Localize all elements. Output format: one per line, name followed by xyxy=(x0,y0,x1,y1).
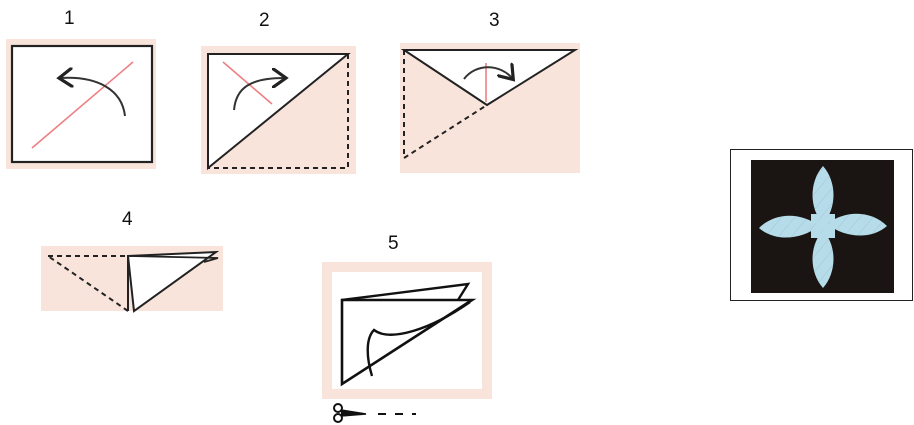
step-1-fold-line xyxy=(31,61,134,149)
step-4-label: 4 xyxy=(122,209,133,230)
step-4-dashed-outline xyxy=(47,255,129,313)
step-3-label: 3 xyxy=(489,10,500,31)
step-3-curved-arrow-icon xyxy=(463,67,512,79)
paper-flower-image xyxy=(759,166,887,288)
step-1-curved-arrow-icon xyxy=(61,78,126,117)
result-photo-frame xyxy=(730,149,913,301)
step-2-curved-arrow-icon xyxy=(233,78,284,111)
result-photo xyxy=(751,160,894,293)
flower-petals xyxy=(759,166,887,288)
step-4-folded-flap xyxy=(126,250,220,313)
step-2-fold-line xyxy=(222,61,273,105)
step-5-top-flap xyxy=(341,282,471,302)
step-5-label: 5 xyxy=(388,233,399,254)
step-1-label: 1 xyxy=(64,8,75,29)
step-2-dashed-outline xyxy=(208,54,349,169)
step-5-cut-line xyxy=(366,301,471,377)
step-2-label: 2 xyxy=(259,10,270,31)
step-3-top-triangle xyxy=(400,49,579,107)
step-3-dashed-outline xyxy=(403,50,488,160)
step-2-top-triangle xyxy=(207,53,351,171)
step-4-flap-layer xyxy=(129,255,219,263)
scissors-icon xyxy=(333,403,367,423)
